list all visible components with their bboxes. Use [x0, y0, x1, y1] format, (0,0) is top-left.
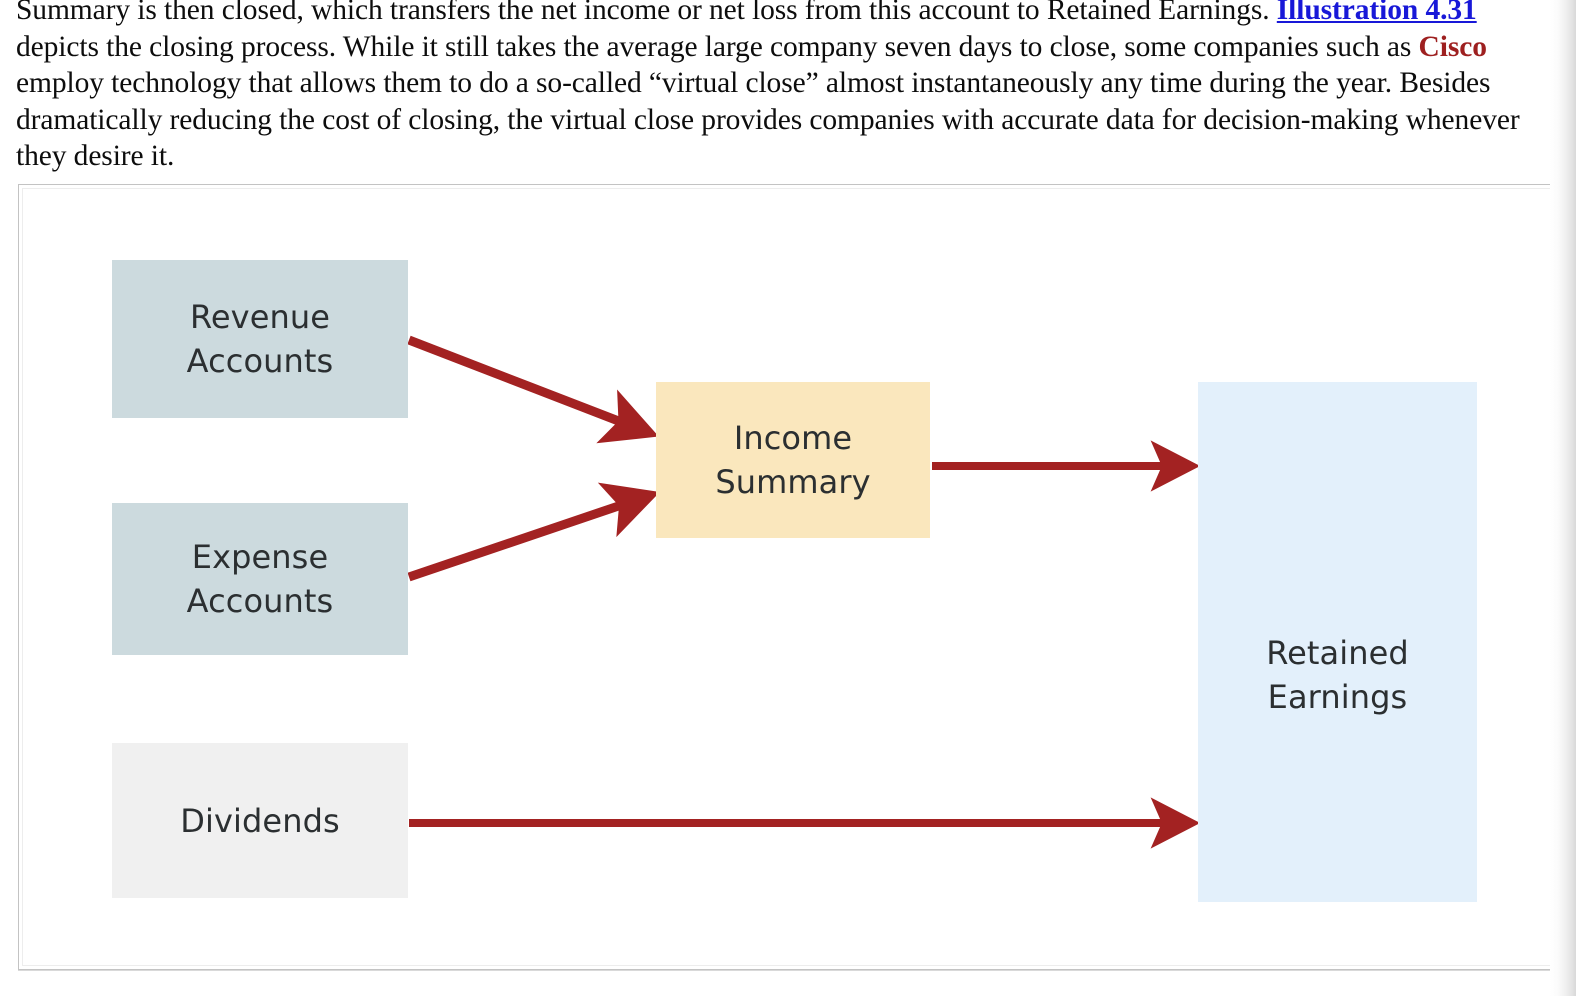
paragraph-after-link: depicts the closing process. While it st… — [16, 30, 1419, 63]
node-income-summary: Income Summary — [656, 382, 930, 538]
node-dividends: Dividends — [112, 743, 408, 898]
arrow-expense-to-income — [407, 482, 660, 582]
node-expense-accounts: Expense Accounts — [112, 503, 408, 655]
node-expense-accounts-label: Expense Accounts — [186, 538, 334, 620]
node-dividends-label: Dividends — [180, 801, 340, 840]
node-retained-earnings-label: Retained Earnings — [1266, 634, 1409, 716]
paragraph-after-brand: employ technology that allows them to do… — [16, 67, 1520, 172]
company-name-cisco: Cisco — [1418, 30, 1487, 63]
closing-process-diagram: Revenue Accounts Expense Accounts Divide… — [23, 189, 1565, 975]
illustration-link[interactable]: Illustration 4.31 — [1276, 0, 1477, 26]
node-retained-earnings: Retained Earnings — [1198, 382, 1477, 902]
node-income-summary-label: Income Summary — [715, 419, 871, 501]
arrow-revenue-to-income — [407, 335, 659, 444]
node-revenue-accounts: Revenue Accounts — [112, 260, 408, 418]
paragraph-line-1: Summary is then closed, which transfers … — [16, 0, 1270, 26]
illustration-frame: Revenue Accounts Expense Accounts Divide… — [18, 184, 1560, 970]
illustration-inner-border: Revenue Accounts Expense Accounts Divide… — [22, 188, 1556, 966]
paragraph: Summary is then closed, which transfers … — [16, 0, 1528, 175]
body-text: Summary is then closed, which transfers … — [16, 0, 1528, 175]
node-revenue-accounts-label: Revenue Accounts — [186, 298, 334, 380]
